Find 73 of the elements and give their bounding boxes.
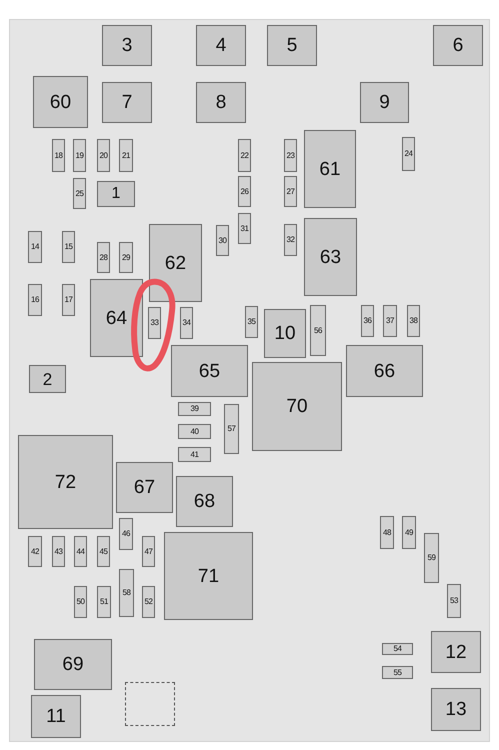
fuse: 27 [284,176,297,207]
fuse: 41 [178,447,211,462]
relay: 7 [102,82,152,123]
fuse: 53 [447,584,461,618]
fuse: 24 [402,137,415,171]
fuse: 21 [119,139,133,172]
relay: 2 [29,365,66,393]
fuse: 39 [178,402,211,416]
relay: 71 [164,532,253,620]
fuse: 25 [73,178,86,209]
relay: 9 [360,82,409,123]
fuse: 14 [28,231,42,263]
empty-slot [125,682,175,726]
fuse: 55 [382,666,413,679]
fuse: 22 [238,139,251,172]
fuse: 29 [119,242,133,273]
relay: 66 [346,345,423,397]
fuse: 15 [62,231,75,263]
relay: 60 [33,76,88,128]
relay: 5 [267,25,317,66]
fuse: 20 [97,139,110,172]
fuse: 40 [178,424,211,439]
relay: 4 [196,25,246,66]
relay: 10 [264,309,306,358]
relay: 61 [304,130,356,208]
fuse: 46 [119,518,133,550]
fuse: 28 [97,242,110,273]
fuse: 44 [74,536,87,567]
fuse: 26 [238,176,251,207]
fuse: 43 [52,536,65,567]
relay: 6 [433,25,483,66]
fuse: 30 [216,225,229,256]
fuse: 36 [361,305,374,337]
relay: 70 [252,362,342,451]
relay: 8 [196,82,246,123]
fuse: 16 [28,284,42,316]
fuse: 59 [424,533,439,583]
fuse: 32 [284,224,297,256]
relay: 3 [102,25,152,66]
fuse: 19 [73,139,86,172]
fuse: 52 [142,586,155,618]
fuse: 51 [97,586,111,618]
fuse: 45 [97,536,110,567]
fuse: 57 [224,404,239,454]
fuse: 31 [238,213,251,244]
fuse: 47 [142,536,155,567]
relay: 62 [149,224,202,302]
relay: 12 [431,631,481,673]
fuse: 48 [380,516,394,549]
fuse: 17 [62,284,75,316]
fuse: 50 [74,586,87,618]
fuse: 37 [383,305,397,337]
relay: 72 [18,435,113,529]
fuse: 38 [407,305,420,337]
fuse: 23 [284,139,297,172]
relay: 63 [304,218,357,296]
fuse: 56 [310,305,326,356]
relay: 13 [431,688,481,731]
relay: 11 [31,695,81,738]
relay: 67 [116,462,173,513]
fuse: 58 [119,569,134,617]
fuse: 49 [402,516,416,549]
fuse: 54 [382,643,413,655]
fuse: 34 [180,307,193,339]
fuse: 35 [245,306,258,338]
fuse: 18 [52,139,65,172]
relay: 64 [90,279,143,357]
relay: 69 [34,639,112,690]
fuse: 33 [148,307,161,339]
relay: 65 [171,345,248,397]
relay: 1 [97,181,135,207]
fuse: 42 [28,536,42,567]
relay: 68 [176,476,233,527]
